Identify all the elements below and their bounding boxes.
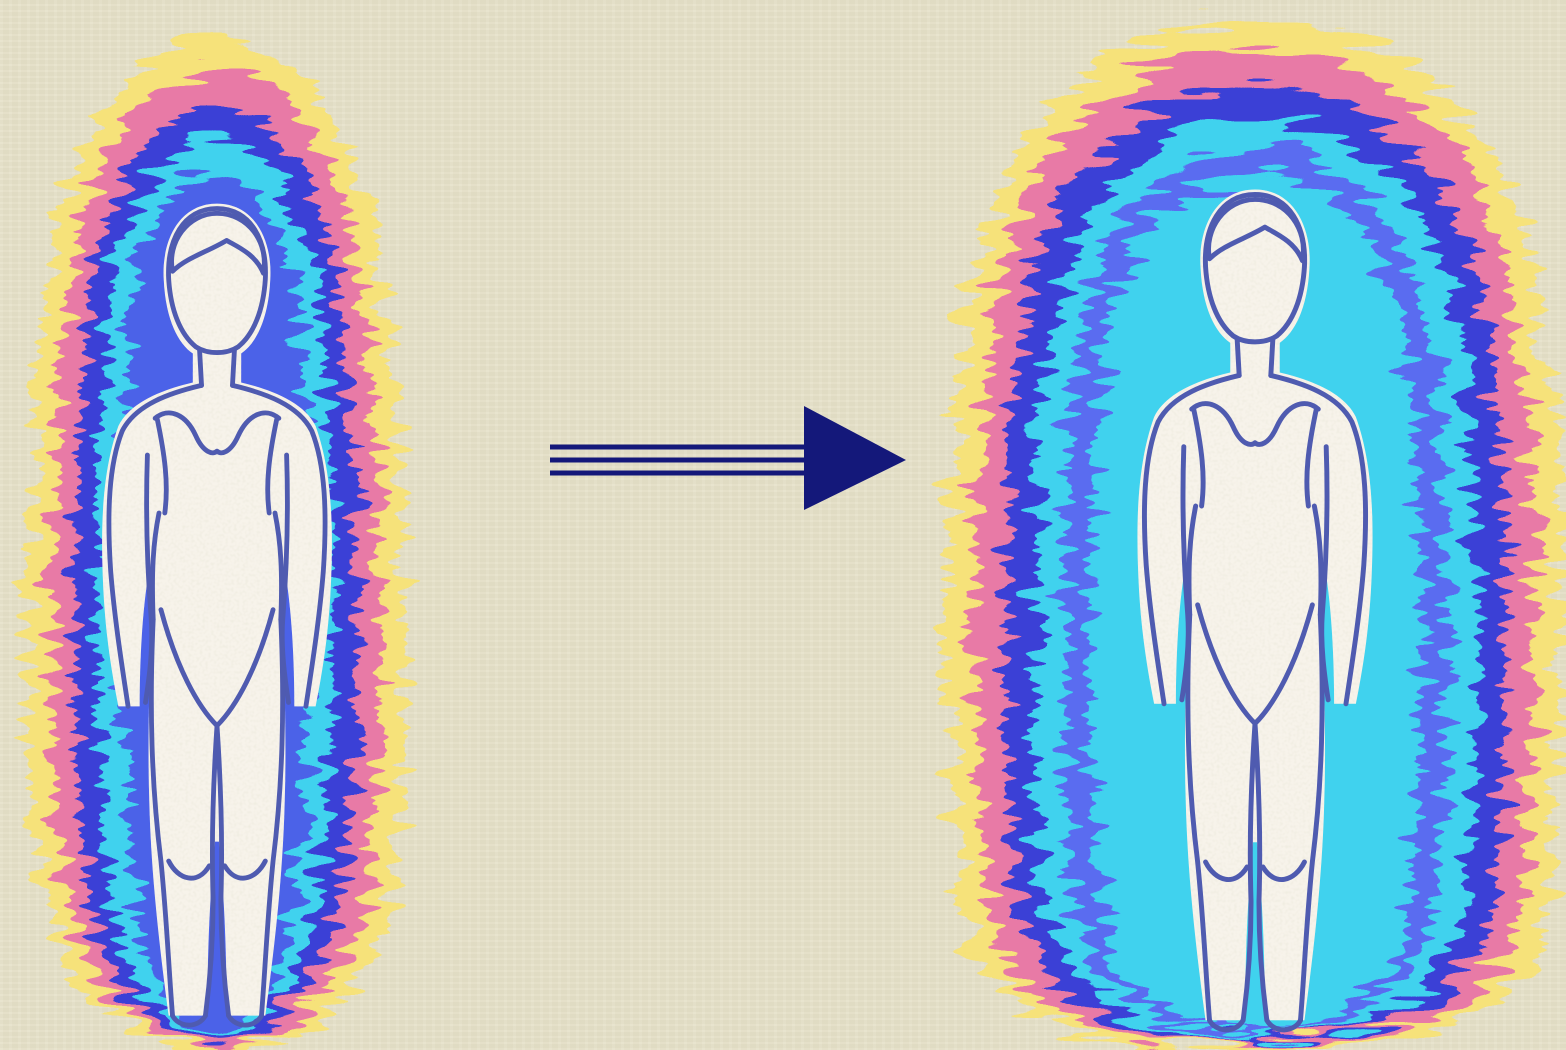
figure-before [26,40,405,1050]
transition-arrow [550,406,906,510]
arrow-head-icon [804,406,906,510]
figure-after [948,20,1563,1050]
